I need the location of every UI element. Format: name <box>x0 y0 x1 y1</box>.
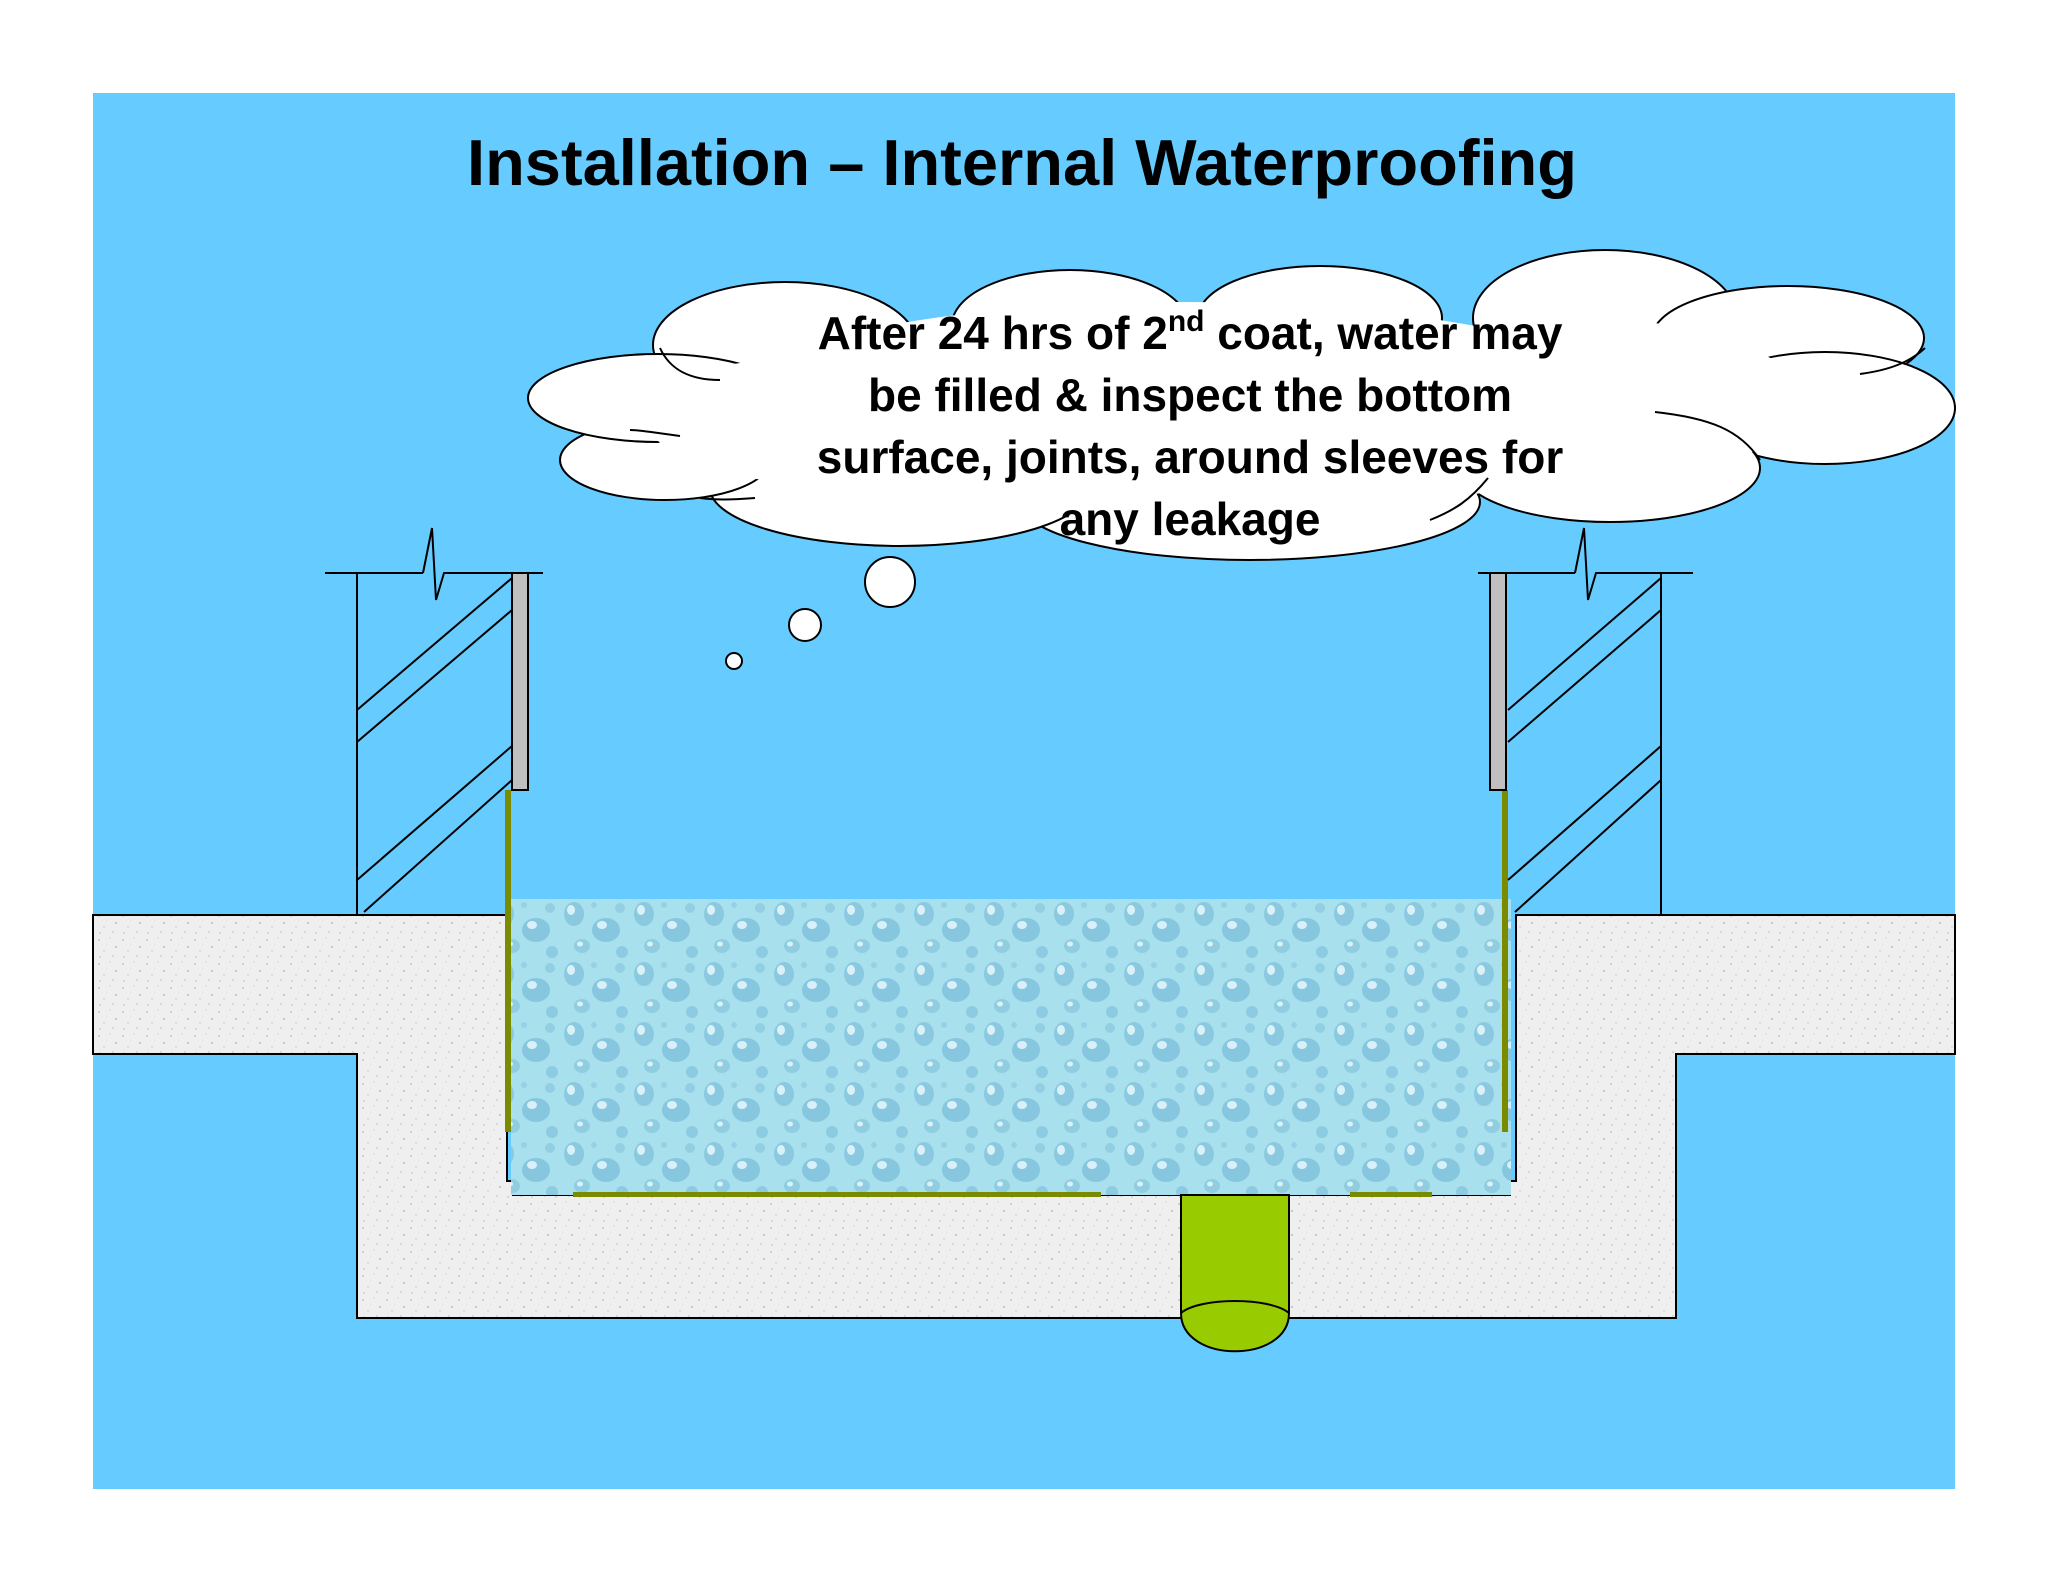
sleeve-pipe <box>1180 1194 1290 1353</box>
callout-line-2: be filled & inspect the bottom <box>867 369 1513 421</box>
left-wall <box>325 527 543 915</box>
thought-bubble-large <box>864 556 916 608</box>
callout-text: After 24 hrs of 2nd coat, water may be f… <box>700 302 1680 550</box>
coating-left-wall <box>505 790 511 1132</box>
coating-floor-right <box>1350 1192 1432 1197</box>
sleeve-pipe-rim <box>1180 1300 1290 1314</box>
callout-line-3: surface, joints, around sleeves for <box>816 431 1564 483</box>
thought-bubble-medium <box>788 608 822 642</box>
right-wall <box>1478 527 1693 915</box>
coating-floor-left <box>573 1192 1101 1197</box>
thought-cloud <box>527 249 1956 561</box>
water-fill <box>511 899 1511 1195</box>
thought-bubble-small <box>725 652 743 670</box>
callout-line-4: any leakage <box>1059 493 1321 545</box>
slide-title: Installation – Internal Waterproofing <box>467 126 1577 199</box>
coating-right-wall <box>1502 790 1508 1132</box>
callout-line-1: After 24 hrs of 2nd coat, water may <box>817 305 1563 360</box>
